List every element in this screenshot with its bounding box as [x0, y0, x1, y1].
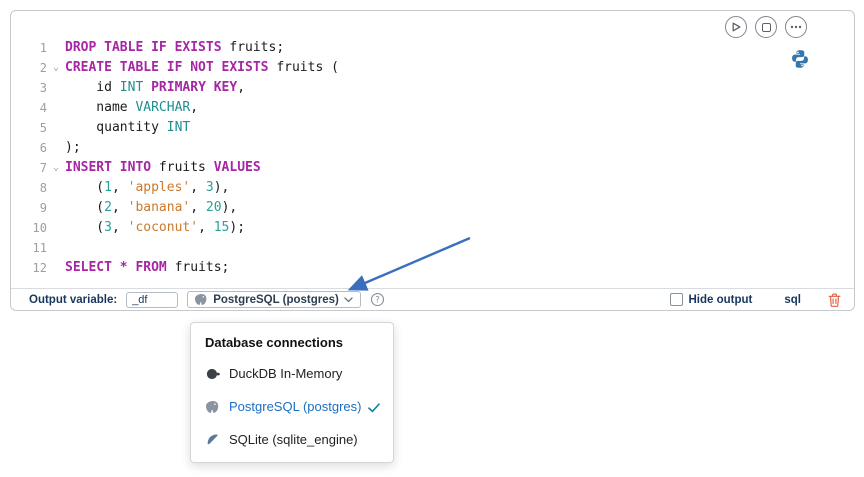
code-text: INSERT INTO fruits VALUES — [65, 160, 261, 175]
sqlite-icon — [205, 432, 220, 447]
code-text: (1, 'apples', 3), — [65, 180, 230, 195]
line-number: 10 — [32, 221, 47, 235]
fold-spacer — [47, 178, 65, 198]
menu-item-postgresql-postgres[interactable]: PostgreSQL (postgres) — [191, 390, 393, 423]
code-line[interactable]: 8 (1, 'apples', 3), — [11, 178, 854, 198]
help-icon[interactable]: ? — [370, 292, 385, 307]
line-number: 6 — [39, 141, 47, 155]
line-number: 1 — [39, 41, 47, 55]
code-text: id INT PRIMARY KEY, — [65, 80, 246, 95]
output-variable-label: Output variable: — [29, 293, 118, 306]
code-text: SELECT * FROM fruits; — [65, 260, 230, 275]
output-variable-input[interactable] — [126, 291, 179, 308]
ellipsis-icon — [789, 20, 803, 34]
menu-item-duckdb-in-memory[interactable]: DuckDB In-Memory — [191, 357, 393, 390]
line-number: 2 — [39, 61, 47, 75]
line-number: 7 — [39, 161, 47, 175]
menu-item-label: PostgreSQL (postgres) — [229, 399, 362, 414]
fold-spacer — [47, 98, 65, 118]
fold-spacer — [47, 78, 65, 98]
cell-footer: Output variable: PostgreSQL (postgres) ?… — [11, 288, 854, 310]
python-icon — [790, 49, 810, 69]
chevron-down-icon — [344, 296, 353, 303]
code-text: CREATE TABLE IF NOT EXISTS fruits ( — [65, 60, 339, 75]
code-line[interactable]: 11 — [11, 238, 854, 258]
fold-spacer — [47, 198, 65, 218]
footer-right-group: Hide output sql — [669, 289, 843, 310]
svg-text:?: ? — [375, 295, 379, 305]
code-text: name VARCHAR, — [65, 100, 199, 115]
trash-icon — [827, 292, 842, 308]
code-editor[interactable]: 1 DROP TABLE IF EXISTS fruits; 2 ⌄ CREATE TA… — [11, 38, 854, 278]
fold-spacer — [47, 138, 65, 158]
code-line[interactable]: 4 name VARCHAR, — [11, 98, 854, 118]
postgresql-icon — [195, 293, 208, 306]
code-text: quantity INT — [65, 120, 191, 135]
fold-spacer — [47, 218, 65, 238]
sql-cell: 1 DROP TABLE IF EXISTS fruits; 2 ⌄ CREATE TA… — [10, 10, 855, 311]
code-text: ); — [65, 140, 81, 155]
connection-dropdown[interactable]: PostgreSQL (postgres) — [187, 291, 361, 308]
hide-output-checkbox[interactable] — [669, 293, 683, 306]
code-text: (2, 'banana', 20), — [65, 200, 238, 215]
code-line[interactable]: 3 id INT PRIMARY KEY, — [11, 78, 854, 98]
code-text: DROP TABLE IF EXISTS fruits; — [65, 40, 285, 55]
code-text: (3, 'coconut', 15); — [65, 220, 246, 235]
postgresql-icon — [205, 399, 220, 414]
fold-chevron-icon[interactable]: ⌄ — [52, 62, 60, 73]
code-line[interactable]: 2 ⌄ CREATE TABLE IF NOT EXISTS fruits ( — [11, 58, 854, 78]
connection-selected-label: PostgreSQL (postgres) — [213, 293, 339, 306]
line-number: 12 — [32, 261, 47, 275]
fold-spacer — [47, 38, 65, 58]
delete-cell-button[interactable] — [827, 292, 842, 308]
code-line[interactable]: 5 quantity INT — [11, 118, 854, 138]
fold-spacer — [47, 238, 65, 258]
menu-item-label: SQLite (sqlite_engine) — [229, 432, 358, 447]
cell-actions — [725, 16, 807, 38]
code-line[interactable]: 12 SELECT * FROM fruits; — [11, 258, 854, 278]
language-label: sql — [784, 293, 801, 306]
menu-item-sqlite-sqlite-engine[interactable]: SQLite (sqlite_engine) — [191, 423, 393, 456]
code-line[interactable]: 9 (2, 'banana', 20), — [11, 198, 854, 218]
duckdb-icon — [205, 366, 220, 381]
check-icon — [368, 401, 380, 416]
play-icon — [730, 21, 742, 33]
menu-item-label: DuckDB In-Memory — [229, 366, 343, 381]
footer-left-group: Output variable: PostgreSQL (postgres) ? — [29, 289, 385, 310]
line-number: 4 — [39, 101, 47, 115]
fold-chevron-icon[interactable]: ⌄ — [52, 162, 60, 173]
stop-icon — [761, 22, 771, 32]
more-options-button[interactable] — [785, 16, 807, 38]
menu-header: Database connections — [205, 335, 343, 350]
line-number: 8 — [39, 181, 47, 195]
line-number: 9 — [39, 201, 47, 215]
line-number: 3 — [39, 81, 47, 95]
fold-spacer — [47, 118, 65, 138]
code-line[interactable]: 6); — [11, 138, 854, 158]
run-button[interactable] — [725, 16, 747, 38]
line-number: 5 — [39, 121, 47, 135]
hide-output-label: Hide output — [688, 293, 753, 306]
fold-spacer — [47, 258, 65, 278]
interrupt-button[interactable] — [755, 16, 777, 38]
code-line[interactable]: 7 ⌄ INSERT INTO fruits VALUES — [11, 158, 854, 178]
code-line[interactable]: 10 (3, 'coconut', 15); — [11, 218, 854, 238]
code-line[interactable]: 1 DROP TABLE IF EXISTS fruits; — [11, 38, 854, 58]
line-number: 11 — [32, 241, 47, 255]
